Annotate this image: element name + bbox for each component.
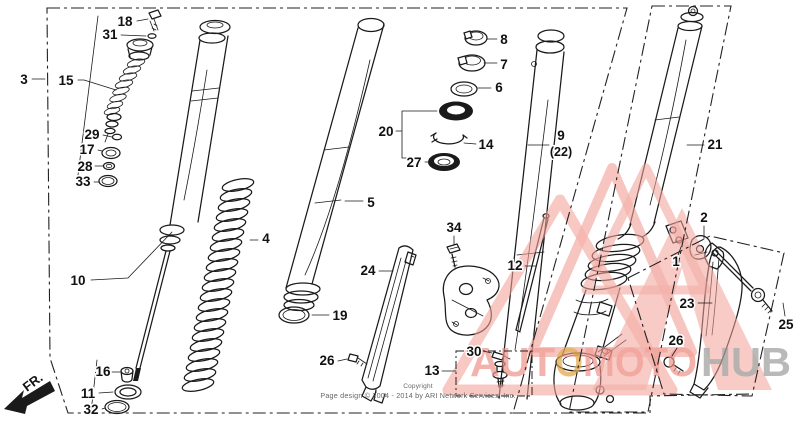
watermark-triangle-logo: [442, 163, 772, 396]
part-label-30: 30: [466, 344, 481, 359]
part-label-18: 18: [117, 14, 133, 29]
part-label-19: 19: [332, 308, 347, 323]
watermark-wordmark: AUT O MOTO HUB: [470, 339, 791, 385]
part-label-15: 15: [58, 73, 74, 88]
watermark-text-hub: HUB: [701, 339, 791, 385]
part-label-22: (22): [550, 145, 572, 159]
seal-stack-art: [428, 30, 488, 171]
fork-leg-art: [553, 5, 704, 411]
part-label-29: 29: [84, 127, 99, 142]
damper-rod-art: [133, 19, 231, 381]
part-label-5: 5: [367, 195, 375, 210]
bottom-border-step: [513, 393, 751, 414]
part-label-24: 24: [360, 263, 376, 278]
part-label-6: 6: [495, 80, 503, 95]
part-label-1: 1: [672, 254, 680, 269]
part-label-10: 10: [70, 273, 85, 288]
fork-spring-art: [181, 178, 255, 392]
protector-frame: [627, 235, 785, 397]
right-protector-art: [663, 242, 773, 399]
bleed-valve-box: [455, 350, 533, 397]
fork-tube-art: [278, 17, 385, 324]
part-label-33: 33: [75, 174, 91, 189]
part-label-13: 13: [424, 363, 440, 378]
part-label-9: 9: [557, 128, 565, 143]
part-label-16: 16: [95, 364, 111, 379]
part-label-12: 12: [507, 258, 522, 273]
part-label-3: 3: [20, 72, 28, 87]
copyright-line2: Page design © 2004 - 2014 by ARI Network…: [320, 391, 515, 400]
watermark-text-o-wheel: O: [555, 339, 583, 385]
diagram-frames: [46, 5, 785, 414]
watermark-text-moto: MOTO: [583, 339, 697, 385]
part-label-17: 17: [79, 142, 94, 157]
part-label-31: 31: [102, 27, 118, 42]
part-label-32: 32: [83, 402, 98, 417]
part-label-26a: 26: [319, 353, 335, 368]
part-label-11: 11: [81, 386, 96, 401]
watermark-text-aut: AUT: [470, 339, 555, 385]
main-frame: [46, 7, 628, 414]
part-label-27: 27: [406, 155, 421, 170]
part-label-7: 7: [500, 57, 508, 72]
part-label-14: 14: [478, 137, 494, 152]
part-label-25: 25: [778, 317, 794, 332]
part-label-21: 21: [707, 137, 723, 152]
left-protector-art: [347, 245, 417, 404]
watermark: AUT O MOTO HUB: [442, 163, 791, 396]
part-label-4: 4: [262, 231, 270, 246]
part-labels: 18 31 3 15 29 17 28 33 10 16 11 32 4 5 1…: [19, 13, 796, 419]
damper-assembly-art: [98, 9, 162, 188]
part-label-34: 34: [446, 220, 462, 235]
part-label-26b: 26: [668, 333, 684, 348]
part-label-20: 20: [378, 124, 393, 139]
lockbolt-parts-art: [104, 366, 142, 415]
part-label-23: 23: [679, 296, 695, 311]
part-label-8: 8: [500, 32, 508, 47]
footer-copyright: Copyright Page design © 2004 - 2014 by A…: [320, 383, 515, 400]
leader-lines: [31, 15, 786, 413]
front-direction-indicator: FR.: [4, 370, 55, 414]
fork-leg-frame: [568, 5, 732, 413]
copyright-line1: Copyright: [403, 383, 433, 390]
diagram-lineart: [98, 5, 773, 415]
part-label-2: 2: [700, 210, 708, 225]
part-label-28: 28: [77, 159, 93, 174]
front-arrow-icon: [4, 381, 55, 414]
